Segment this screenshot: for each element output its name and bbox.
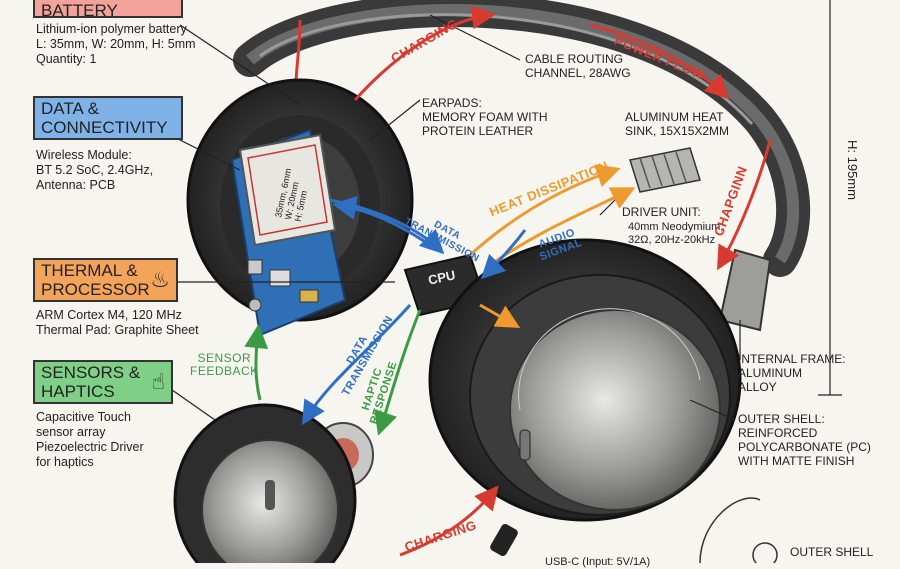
power-battery-spec: Lithium-ion polymer battery L: 35mm, W: … [36,22,196,66]
data-connectivity-spec: Wireless Module: BT 5.2 SoC, 2.4GHz, Ant… [36,148,154,192]
usb-cable [490,523,518,557]
driver-unit-spec: 40mm Neodymium, 32Ω, 20Hz-20kHz [628,221,724,246]
height-dimension: H: 195mm [845,140,860,200]
touch-hand-icon: ☝ [151,369,165,395]
sensors-haptics-title: SENSORS & HAPTICS [41,363,141,401]
sensors-haptics-spec: Capacitive Touch sensor array Piezoelect… [36,410,144,469]
sensors-haptics-label: SENSORS & HAPTICS ☝ [33,360,173,404]
power-battery-title: POWER & BATTERY [41,0,121,20]
data-connectivity-label: DATA & CONNECTIVITY [33,96,183,140]
flow-arrows [244,5,772,557]
right-slider-arm [718,248,772,332]
leader-lines [159,0,842,421]
thermal-processor-label: THERMAL & PROCESSOR ♨ [33,258,178,302]
lower-left-earcup [173,403,357,563]
outer-shell-bottom-annotation: OUTER SHELL [790,545,874,559]
internal-frame-annotation: INTERNAL FRAME: ALUMINUM ALLOY [738,352,846,394]
power-battery-label: POWER & BATTERY [33,0,183,20]
outer-shell-annotation: OUTER SHELL: REINFORCED POLYCARBONATE (P… [738,412,871,468]
heat-sink [629,147,701,193]
earpads-annotation: EARPADS: MEMORY FOAM WITH PROTEIN LEATHE… [422,96,548,138]
cable-routing-annotation: CABLE ROUTING CHANNEL, 28AWG [525,52,631,80]
data-connectivity-title: DATA & CONNECTIVITY [41,99,168,137]
battery-cell [238,133,337,247]
outer-shell-sketch [699,497,778,563]
driver-unit-title: DRIVER UNIT: [622,205,701,219]
sensor-feedback-label: SENSOR FEEDBACK [190,351,259,378]
heatsink-annotation: ALUMINUM HEAT SINK, 15x15x2mm [625,110,730,138]
right-earcup [428,238,742,522]
thermal-processor-title: THERMAL & PROCESSOR [41,261,150,299]
heat-icon: ♨ [150,267,170,293]
thermal-processor-spec: ARM Cortex M4, 120 MHz Thermal Pad: Grap… [36,308,199,337]
